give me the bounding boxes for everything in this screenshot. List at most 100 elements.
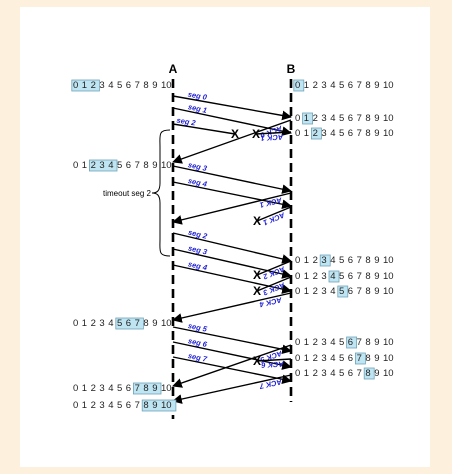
seq-number: 4 (330, 337, 335, 348)
ack-7-line (172, 344, 292, 388)
data-segment-6-line (172, 248, 292, 279)
data-segment-6: seg 3 (172, 243, 292, 279)
seq-number: 8 (365, 368, 370, 379)
seq-number: 9 (374, 80, 379, 91)
seq-number: 6 (348, 286, 353, 297)
host-b-label: B (287, 62, 296, 76)
data-segment-2-line (172, 123, 236, 135)
seq-number: 2 (91, 383, 96, 394)
seq-number: 8 (365, 255, 370, 266)
data-segment-3-line (172, 165, 292, 194)
data-segment-7-line (172, 264, 292, 294)
seq-number: 1 (82, 160, 87, 171)
ack-3-label: ACK 1 (262, 210, 287, 227)
seq-number: 8 (365, 113, 370, 124)
seq-number: 5 (117, 400, 122, 411)
ack-1-line (255, 131, 292, 135)
seq-number: 8 (143, 400, 148, 411)
data-segment-1-label: seg 1 (187, 102, 208, 115)
seq-number: 9 (152, 160, 157, 171)
seq-number: 0 (295, 271, 300, 282)
ack-2: ACK 1 (172, 192, 292, 225)
seq-number: 9 (374, 368, 379, 379)
seq-number: 1 (82, 400, 87, 411)
seq-number: 5 (339, 255, 344, 266)
seq-number: 2 (91, 318, 96, 329)
seq-number: 9 (374, 128, 379, 139)
ack-1-label: ACK 1 (261, 132, 285, 142)
seq-number: 3 (321, 368, 326, 379)
ack-3-line (256, 206, 292, 222)
seq-number: 6 (348, 113, 353, 124)
window-highlight (302, 112, 314, 125)
window-highlight (310, 127, 322, 140)
seq-number: 5 (339, 128, 344, 139)
seq-number: 4 (330, 113, 335, 124)
seq-number: 7 (357, 368, 362, 379)
seq-number: 7 (135, 160, 140, 171)
seq-number: 5 (117, 80, 122, 91)
seq-number: 8 (143, 80, 148, 91)
data-segment-7: seg 4 (172, 259, 292, 294)
seq-number: 3 (99, 80, 104, 91)
seq-number: 9 (374, 271, 379, 282)
seq-number: 4 (108, 160, 113, 171)
ack-0-line (172, 119, 292, 164)
seq-number: 6 (348, 337, 353, 348)
seq-number: 6 (348, 80, 353, 91)
seq-number: 3 (99, 318, 104, 329)
seq-number: 1 (304, 286, 309, 297)
seq-number: 9 (374, 337, 379, 348)
seq-number: 0 (73, 383, 78, 394)
seq-number: 6 (126, 80, 131, 91)
seq-number: 10 (383, 128, 394, 139)
seq-number: 7 (357, 286, 362, 297)
window-highlight (141, 399, 177, 412)
seq-number: 0 (295, 255, 300, 266)
seq-number: 8 (143, 160, 148, 171)
seq-number: 3 (321, 113, 326, 124)
seq-number: 2 (313, 368, 318, 379)
seq-number: 6 (126, 318, 131, 329)
seq-number: 10 (161, 318, 172, 329)
seq-number: 0 (295, 286, 300, 297)
ack-5-line (256, 276, 292, 292)
lost-marker: X (231, 127, 239, 141)
seq-number: 2 (313, 271, 318, 282)
seq-number: 7 (357, 271, 362, 282)
ack-8-label: ACK 6 (260, 359, 285, 369)
seq-number: 3 (321, 353, 326, 364)
seq-number: 9 (152, 400, 157, 411)
data-segment-10-line (172, 356, 292, 385)
seq-number: 1 (304, 80, 309, 91)
seq-number: 7 (135, 318, 140, 329)
seq-number: 1 (304, 255, 309, 266)
seq-number: 7 (135, 400, 140, 411)
window-highlight (363, 367, 375, 380)
data-segment-6-label: seg 3 (187, 243, 209, 256)
seq-number: 5 (339, 80, 344, 91)
seq-number: 5 (339, 286, 344, 297)
ack-6-line (172, 292, 292, 323)
seq-number: 0 (295, 113, 300, 124)
seq-number: 9 (374, 286, 379, 297)
seq-number: 4 (330, 353, 335, 364)
lost-marker: X (253, 354, 261, 368)
seq-number: 10 (383, 286, 394, 297)
data-segment-9: seg 6 (172, 336, 292, 370)
seq-number: 5 (117, 318, 122, 329)
seq-number: 7 (357, 128, 362, 139)
seq-number: 1 (304, 368, 309, 379)
seq-number: 1 (82, 80, 87, 91)
data-segment-5-line (172, 232, 292, 264)
